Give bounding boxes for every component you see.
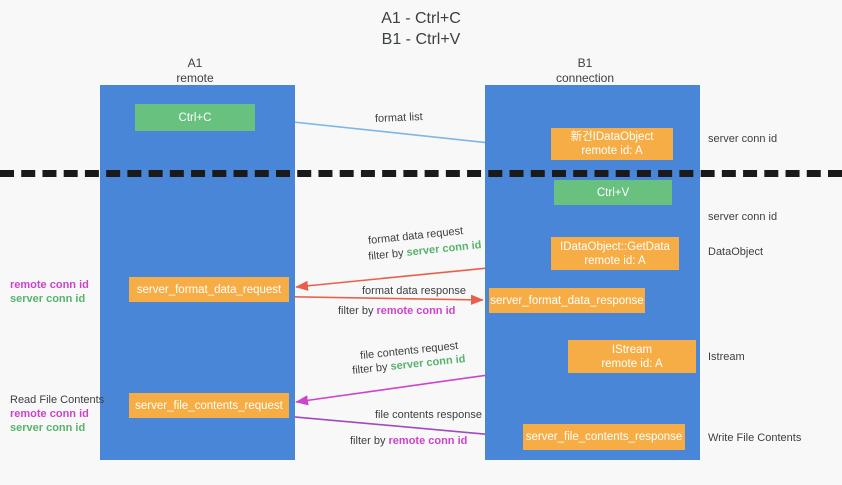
edge-label-file-contents-response-filter: filter by remote conn id: [350, 434, 467, 449]
annotation-server-conn-id: server conn id: [10, 293, 86, 305]
lane-a1-sub: remote: [176, 71, 214, 85]
edge-label-file-contents-response: file contents response: [375, 408, 482, 423]
edge-label-format-data-response-filter: filter by remote conn id: [338, 304, 455, 319]
node-ctrl-v[interactable]: Ctrl+V: [554, 180, 672, 205]
node-istream-line2: remote id: A: [601, 357, 663, 370]
node-getdata-line2: remote id: A: [584, 254, 646, 267]
node-server-format-data-response[interactable]: server_format_data_response: [489, 288, 645, 313]
annotation-server-conn-id: server conn id: [10, 422, 86, 434]
lane-b1-sub: connection: [555, 71, 615, 85]
lane-b1-name: B1: [577, 56, 593, 70]
edge-label-format-list: format list: [375, 110, 423, 127]
annotation-left-conn-ids-top: remote conn id server conn id: [10, 278, 89, 306]
lane-header-b1: B1 connection: [500, 56, 670, 86]
node-new-idataobject[interactable]: 新건IDataObject remote id: A: [551, 128, 673, 160]
annotation-right-server-conn-id-mid: server conn id: [708, 211, 778, 223]
node-istream-line1: IStream: [611, 343, 653, 356]
node-idataobject-getdata[interactable]: IDataObject::GetData remote id: A: [551, 237, 679, 270]
page-title: A1 - Ctrl+C B1 - Ctrl+V: [0, 8, 842, 50]
lane-a1-name: A1: [187, 56, 203, 70]
filter-prefix: filter by: [338, 305, 377, 317]
annotation-right-server-conn-id-top: server conn id: [708, 133, 778, 145]
filter-prefix: filter by: [351, 360, 392, 377]
annotation-right-dataobject: DataObject: [708, 246, 764, 258]
node-server-file-contents-request[interactable]: server_file_contents_request: [129, 393, 289, 418]
edge-label-file-contents-response-text: file contents response: [375, 409, 483, 421]
filter-prefix: filter by: [350, 435, 389, 447]
filter-key-remote-conn-id: remote conn id: [388, 435, 468, 447]
lane-header-a1: A1 remote: [110, 56, 280, 86]
annotation-remote-conn-id: remote conn id: [10, 279, 89, 291]
edge-label-format-list-text: format list: [374, 110, 423, 126]
edge-label-format-data-response-text: format data response: [362, 285, 466, 297]
title-line-1: A1 - Ctrl+C: [381, 10, 461, 27]
annotation-remote-conn-id: remote conn id: [10, 408, 89, 420]
dashed-divider: [0, 170, 842, 177]
node-istream[interactable]: IStream remote id: A: [568, 340, 696, 373]
filter-prefix: filter by: [367, 246, 408, 263]
filter-key-remote-conn-id: remote conn id: [376, 305, 456, 317]
node-new-idataobject-line2: remote id: A: [581, 145, 643, 157]
node-server-format-data-request-label: server_format_data_request: [136, 283, 282, 296]
node-server-format-data-response-label: server_format_data_response: [490, 294, 644, 307]
annotation-right-istream: Istream: [708, 351, 745, 363]
node-ctrl-v-label: Ctrl+V: [596, 186, 630, 199]
node-getdata-line1: IDataObject::GetData: [560, 240, 670, 253]
annotation-read-file-contents-group: Read File Contents remote conn id server…: [10, 393, 104, 435]
annotation-read-file-contents: Read File Contents: [10, 394, 105, 406]
edge-label-format-data-response: format data response: [362, 284, 466, 299]
title-line-2: B1 - Ctrl+V: [381, 31, 461, 48]
node-server-file-contents-response-label: server_file_contents_response: [525, 431, 683, 443]
node-server-file-contents-response[interactable]: server_file_contents_response: [523, 424, 685, 450]
node-server-file-contents-request-label: server_file_contents_request: [135, 399, 283, 412]
annotation-right-write-file-contents: Write File Contents: [708, 432, 802, 444]
node-new-idataobject-line1: 新건IDataObject: [570, 131, 654, 143]
node-server-format-data-request[interactable]: server_format_data_request: [129, 277, 289, 302]
node-ctrl-c[interactable]: Ctrl+C: [135, 104, 255, 131]
node-ctrl-c-label: Ctrl+C: [178, 111, 212, 124]
